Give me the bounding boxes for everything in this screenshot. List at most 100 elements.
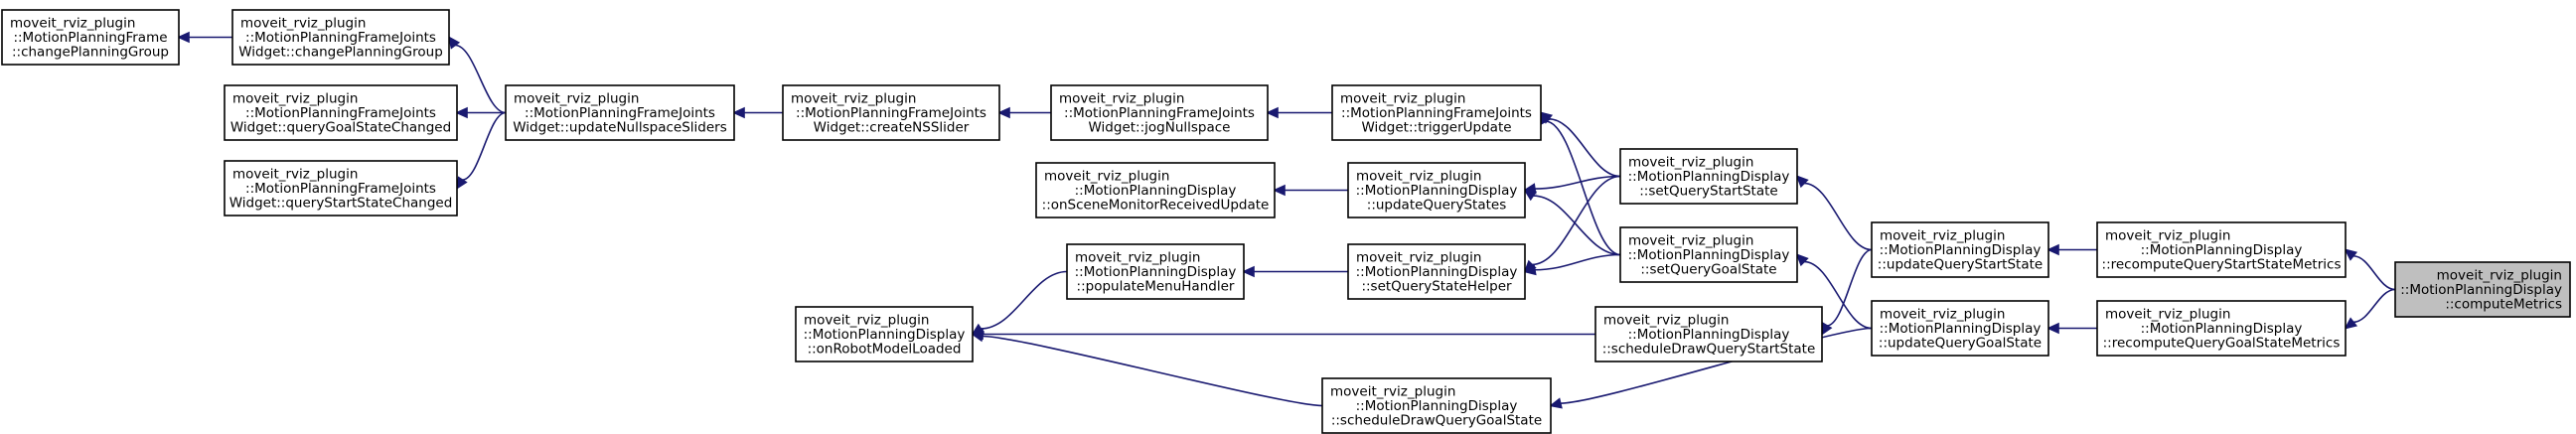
edge-line xyxy=(1532,175,1621,266)
node-set-query-goal-state[interactable]: moveit_rviz_plugin::MotionPlanningDispla… xyxy=(1619,226,1798,283)
node-box xyxy=(782,84,1000,141)
node-label-line: moveit_rviz_plugin xyxy=(514,91,639,107)
node-trigger-update[interactable]: moveit_rviz_plugin::MotionPlanningFrameJ… xyxy=(1331,84,1542,141)
node-label-line: moveit_rviz_plugin xyxy=(804,313,929,329)
node-compute-metrics[interactable]: moveit_rviz_plugin::MotionPlanningDispla… xyxy=(2394,261,2571,318)
node-label-line: ::recomputeQueryGoalStateMetrics xyxy=(2103,336,2341,352)
edge-line xyxy=(1548,117,1621,178)
edge-compute-metrics-to-recompute-query-goal-state-metrics xyxy=(2344,288,2396,330)
node-label-line: moveit_rviz_plugin xyxy=(1075,250,1200,266)
node-create-nsslider[interactable]: moveit_rviz_plugin::MotionPlanningFrameJ… xyxy=(782,84,1000,141)
node-box xyxy=(1619,226,1798,283)
node-label-line: ::scheduleDrawQueryGoalState xyxy=(1331,413,1542,429)
node-label-line: moveit_rviz_plugin xyxy=(1340,91,1465,107)
node-label-line: ::MotionPlanningFrameJoints xyxy=(245,181,436,197)
edge-arrowhead xyxy=(1523,263,1537,276)
edge-update-query-goal-state-to-schedule-draw-query-goal-state xyxy=(1549,327,1873,409)
node-box xyxy=(1,9,180,66)
node-label-line: moveit_rviz_plugin xyxy=(10,16,135,32)
node-label-line: moveit_rviz_plugin xyxy=(1356,169,1481,185)
node-label-line: ::changePlanningGroup xyxy=(12,45,169,61)
node-label-line: ::MotionPlanningDisplay xyxy=(2141,242,2303,258)
edge-update-query-start-state-to-set-query-start-state xyxy=(1795,175,1873,251)
edge-arrowhead xyxy=(1266,106,1279,119)
node-label-line: ::onRobotModelLoaded xyxy=(808,342,962,358)
edge-arrowhead xyxy=(997,106,1010,119)
edge-arrowhead xyxy=(2046,322,2059,335)
edge-set-query-goal-state-to-update-query-states xyxy=(1523,189,1621,256)
node-label-line: ::MotionPlanningDisplay xyxy=(804,327,966,343)
edge-update-query-goal-state-to-set-query-goal-state xyxy=(1795,253,1873,330)
node-schedule-draw-query-start-state[interactable]: moveit_rviz_plugin::MotionPlanningDispla… xyxy=(1594,306,1823,362)
edge-recompute-query-goal-state-metrics-to-update-query-goal-state xyxy=(2046,322,2097,335)
node-label-line: Widget::changePlanningGroup xyxy=(238,45,443,61)
edge-populate-menu-handler-to-on-robot-model-loaded xyxy=(971,270,1068,336)
node-box xyxy=(231,9,450,66)
edge-arrowhead xyxy=(455,106,468,119)
node-label-line: moveit_rviz_plugin xyxy=(1603,313,1729,329)
node-on-robot-model-loaded[interactable]: moveit_rviz_plugin::MotionPlanningDispla… xyxy=(795,306,974,362)
node-box xyxy=(795,306,974,362)
node-label-line: moveit_rviz_plugin xyxy=(2105,307,2230,323)
node-box xyxy=(1347,162,1526,218)
node-label-line: ::computeMetrics xyxy=(2445,297,2562,313)
node-box xyxy=(1321,377,1552,434)
node-jog-nullspace[interactable]: moveit_rviz_plugin::MotionPlanningFrameJ… xyxy=(1050,84,1269,141)
node-label-line: ::scheduleDrawQueryStartState xyxy=(1602,342,1816,358)
edge-line xyxy=(1560,327,1873,404)
edge-arrowhead xyxy=(455,176,468,191)
node-on-scene-monitor-received-update[interactable]: moveit_rviz_plugin::MotionPlanningDispla… xyxy=(1035,162,1276,218)
node-label-line: moveit_rviz_plugin xyxy=(2437,268,2562,284)
node-joints-change-planning-group[interactable]: moveit_rviz_plugin::MotionPlanningFrameJ… xyxy=(231,9,450,66)
node-schedule-draw-query-goal-state[interactable]: moveit_rviz_plugin::MotionPlanningDispla… xyxy=(1321,377,1552,434)
edge-update-query-states-to-on-scene-monitor-received-update xyxy=(1273,184,1348,197)
edge-update-nullspace-sliders-to-query-goal-state-changed xyxy=(455,106,507,119)
node-box xyxy=(1066,243,1245,300)
node-label-line: Widget::triggerUpdate xyxy=(1361,120,1511,136)
node-label-line: ::MotionPlanningDisplay xyxy=(1356,264,1518,280)
node-label-line: Widget::jogNullspace xyxy=(1089,120,1231,136)
node-label-line: ::onSceneMonitorReceivedUpdate xyxy=(1042,198,1270,214)
node-set-query-start-state[interactable]: moveit_rviz_plugin::MotionPlanningDispla… xyxy=(1619,148,1798,205)
node-label-line: ::populateMenuHandler xyxy=(1077,279,1235,295)
node-label-line: Widget::queryGoalStateChanged xyxy=(230,120,451,136)
node-query-goal-state-changed[interactable]: moveit_rviz_plugin::MotionPlanningFrameJ… xyxy=(224,84,458,141)
node-populate-menu-handler[interactable]: moveit_rviz_plugin::MotionPlanningDispla… xyxy=(1066,243,1245,300)
node-label-line: ::setQueryGoalState xyxy=(1640,262,1776,278)
node-label-line: moveit_rviz_plugin xyxy=(232,91,358,107)
edge-set-query-start-state-to-set-query-state-helper xyxy=(1523,175,1621,273)
node-update-nullspace-sliders[interactable]: moveit_rviz_plugin::MotionPlanningFrameJ… xyxy=(505,84,735,141)
node-recompute-query-start-state-metrics[interactable]: moveit_rviz_plugin::MotionPlanningDispla… xyxy=(2096,221,2347,278)
edge-arrowhead xyxy=(1795,175,1809,189)
edge-jog-nullspace-to-create-nsslider xyxy=(997,106,1052,119)
edge-set-query-state-helper-to-populate-menu-handler xyxy=(1242,265,1348,278)
node-recompute-query-goal-state-metrics[interactable]: moveit_rviz_plugin::MotionPlanningDispla… xyxy=(2096,300,2347,357)
edge-set-query-start-state-to-update-query-states xyxy=(1523,175,1621,195)
node-update-query-goal-state[interactable]: moveit_rviz_plugin::MotionPlanningDispla… xyxy=(1871,300,2049,357)
edge-line xyxy=(2352,254,2396,291)
node-query-start-state-changed[interactable]: moveit_rviz_plugin::MotionPlanningFrameJ… xyxy=(224,160,458,217)
node-label-line: Widget::updateNullspaceSliders xyxy=(513,120,727,136)
node-label-line: ::MotionPlanningDisplay xyxy=(2400,282,2562,298)
node-label-line: ::updateQueryStartState xyxy=(1878,257,2043,273)
node-set-query-state-helper[interactable]: moveit_rviz_plugin::MotionPlanningDispla… xyxy=(1347,243,1526,300)
edge-line xyxy=(1804,182,1873,251)
node-label-line: ::MotionPlanningDisplay xyxy=(1628,247,1790,263)
node-update-query-start-state[interactable]: moveit_rviz_plugin::MotionPlanningDispla… xyxy=(1871,221,2049,278)
node-label-line: ::MotionPlanningFrameJoints xyxy=(796,105,986,121)
edge-line xyxy=(1533,195,1621,256)
node-label-line: moveit_rviz_plugin xyxy=(232,167,358,183)
edge-schedule-draw-query-goal-state-to-on-robot-model-loaded xyxy=(971,331,1323,407)
node-update-query-states[interactable]: moveit_rviz_plugin::MotionPlanningDispla… xyxy=(1347,162,1526,218)
edge-arrowhead xyxy=(1795,253,1809,267)
node-label-line: ::MotionPlanningDisplay xyxy=(1075,183,1237,199)
edges-layer xyxy=(177,31,2396,409)
node-box xyxy=(505,84,735,141)
edge-arrowhead xyxy=(732,106,745,119)
node-change-planning-group[interactable]: moveit_rviz_plugin::MotionPlanningFrame:… xyxy=(1,9,180,66)
edge-line xyxy=(454,44,507,114)
edge-recompute-query-start-state-metrics-to-update-query-start-state xyxy=(2046,243,2097,256)
edge-arrowhead xyxy=(1523,189,1538,202)
node-label-line: moveit_rviz_plugin xyxy=(1330,384,1455,400)
node-label-line: ::setQueryStateHelper xyxy=(1361,279,1512,295)
